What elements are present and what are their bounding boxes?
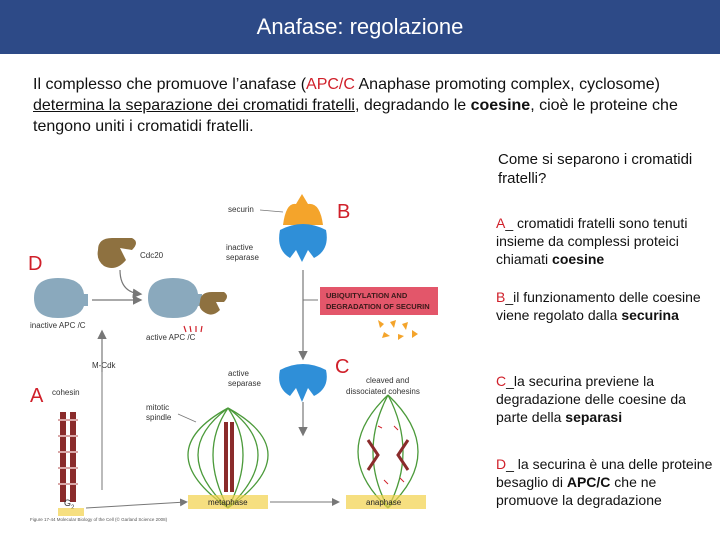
anaphase-chromosomes	[366, 439, 410, 471]
intro-paragraph: Il complesso che promuove l’anafase (APC…	[33, 74, 683, 137]
option-text: _il funzionamento delle coesine viene re…	[496, 289, 701, 323]
option-text: _ la securina è una delle proteine besag…	[496, 456, 713, 490]
option-letter: B	[496, 289, 506, 305]
securin-shape	[283, 194, 323, 225]
option-bold: APC/C	[566, 474, 611, 490]
spindle-pointer	[177, 413, 197, 423]
letter-b: B	[337, 201, 350, 223]
letter-a: A	[30, 385, 44, 407]
label-mitotic-2: spindle	[146, 413, 172, 422]
letter-c: C	[335, 356, 349, 378]
page-title: Anafase: regolazione	[256, 14, 464, 39]
inactive-separase-shape	[279, 224, 327, 262]
option-letter: A	[496, 215, 506, 231]
label-cdc20: Cdc20	[140, 251, 164, 260]
option-text: _la securina previene la degradazione de…	[496, 373, 686, 425]
intro-text-3: , degradando le	[354, 97, 471, 114]
option-b: B_il funzionamento delle coesine viene r…	[496, 288, 718, 324]
arrow-g2-to-metaphase	[85, 498, 188, 509]
label-active-separase-1: active	[228, 369, 249, 378]
option-d: D_ la securina è una delle proteine besa…	[496, 455, 718, 509]
intro-text-4: , cioè le proteine che tengono uniti i c…	[33, 97, 678, 135]
anaphase-spindle	[357, 394, 419, 509]
arrow-cdc20-binding	[119, 269, 143, 299]
g2-chromosomes	[58, 412, 78, 502]
intro-underlined: determina la separazione dei cromatidi f…	[33, 97, 355, 114]
letter-d: D	[28, 253, 42, 275]
label-active-apc: active APC /C	[146, 333, 196, 342]
intro-coesine: coesine	[470, 97, 531, 114]
option-c: C_la securina previene la degradazione d…	[496, 372, 718, 426]
option-letter: C	[496, 373, 507, 389]
option-bold: securina	[621, 307, 679, 323]
option-bold: coesine	[552, 251, 605, 267]
label-inactive-apc: inactive APC /C	[30, 321, 86, 330]
label-ubiquitylation-2: DEGRADATION OF SECURIN	[326, 302, 430, 311]
label-cohesin: cohesin	[52, 388, 80, 397]
g2-phase-bar	[58, 508, 84, 516]
intro-text-1: Il complesso che promuove l’anafase (	[33, 76, 307, 93]
metaphase-chromosomes	[224, 422, 234, 492]
label-mcdk: M-Cdk	[92, 361, 117, 370]
label-inactive-separase-2: separase	[226, 253, 259, 262]
ubiquitin-marks	[183, 325, 203, 333]
question-text: Come si separono i cromatidi fratelli?	[498, 151, 693, 187]
ubiquitylation-banner	[320, 287, 438, 315]
label-ubiquitylation-1: UBIQUITYLATION AND	[326, 291, 408, 300]
active-separase-shape	[279, 364, 327, 402]
cdc20-shape	[97, 238, 136, 268]
label-anaphase: anaphase	[366, 498, 402, 507]
label-active-separase-2: separase	[228, 379, 261, 388]
degraded-securin-fragments	[378, 320, 418, 340]
intro-apc: APC/C	[306, 76, 355, 93]
intro-text-2: Anaphase promoting complex, cyclosome)	[354, 76, 660, 93]
option-text: _ cromatidi fratelli sono tenuti insieme…	[496, 215, 688, 267]
securin-pointer	[259, 209, 284, 213]
label-metaphase: metaphase	[208, 498, 248, 507]
label-mitotic-1: mitotic	[146, 403, 169, 412]
label-cleaved-2: dissociated cohesins	[346, 387, 420, 396]
label-securin: securin	[228, 205, 254, 214]
option-text-post: che ne promuove la degradazione	[496, 474, 662, 508]
title-bar: Anafase: regolazione	[0, 0, 720, 54]
figure-credit: Figure 17-44 Molecular Biology of the Ce…	[30, 516, 168, 522]
inactive-apc-shape	[34, 278, 88, 318]
cleaved-cohesin-fragments	[377, 425, 405, 485]
label-cleaved-1: cleaved and	[366, 376, 409, 385]
anaphase-bar	[346, 495, 426, 509]
metaphase-bar	[188, 495, 268, 509]
option-letter: D	[496, 456, 507, 472]
cdc20-bound-shape	[199, 292, 227, 315]
label-inactive-separase-1: inactive	[226, 243, 254, 252]
active-apc-shape	[148, 278, 202, 318]
anaphase-regulation-diagram: B D C A securin inactive separase Cdc20 …	[28, 194, 438, 522]
option-bold: separasi	[565, 409, 623, 425]
option-a: A_ cromatidi fratelli sono tenuti insiem…	[496, 214, 718, 268]
